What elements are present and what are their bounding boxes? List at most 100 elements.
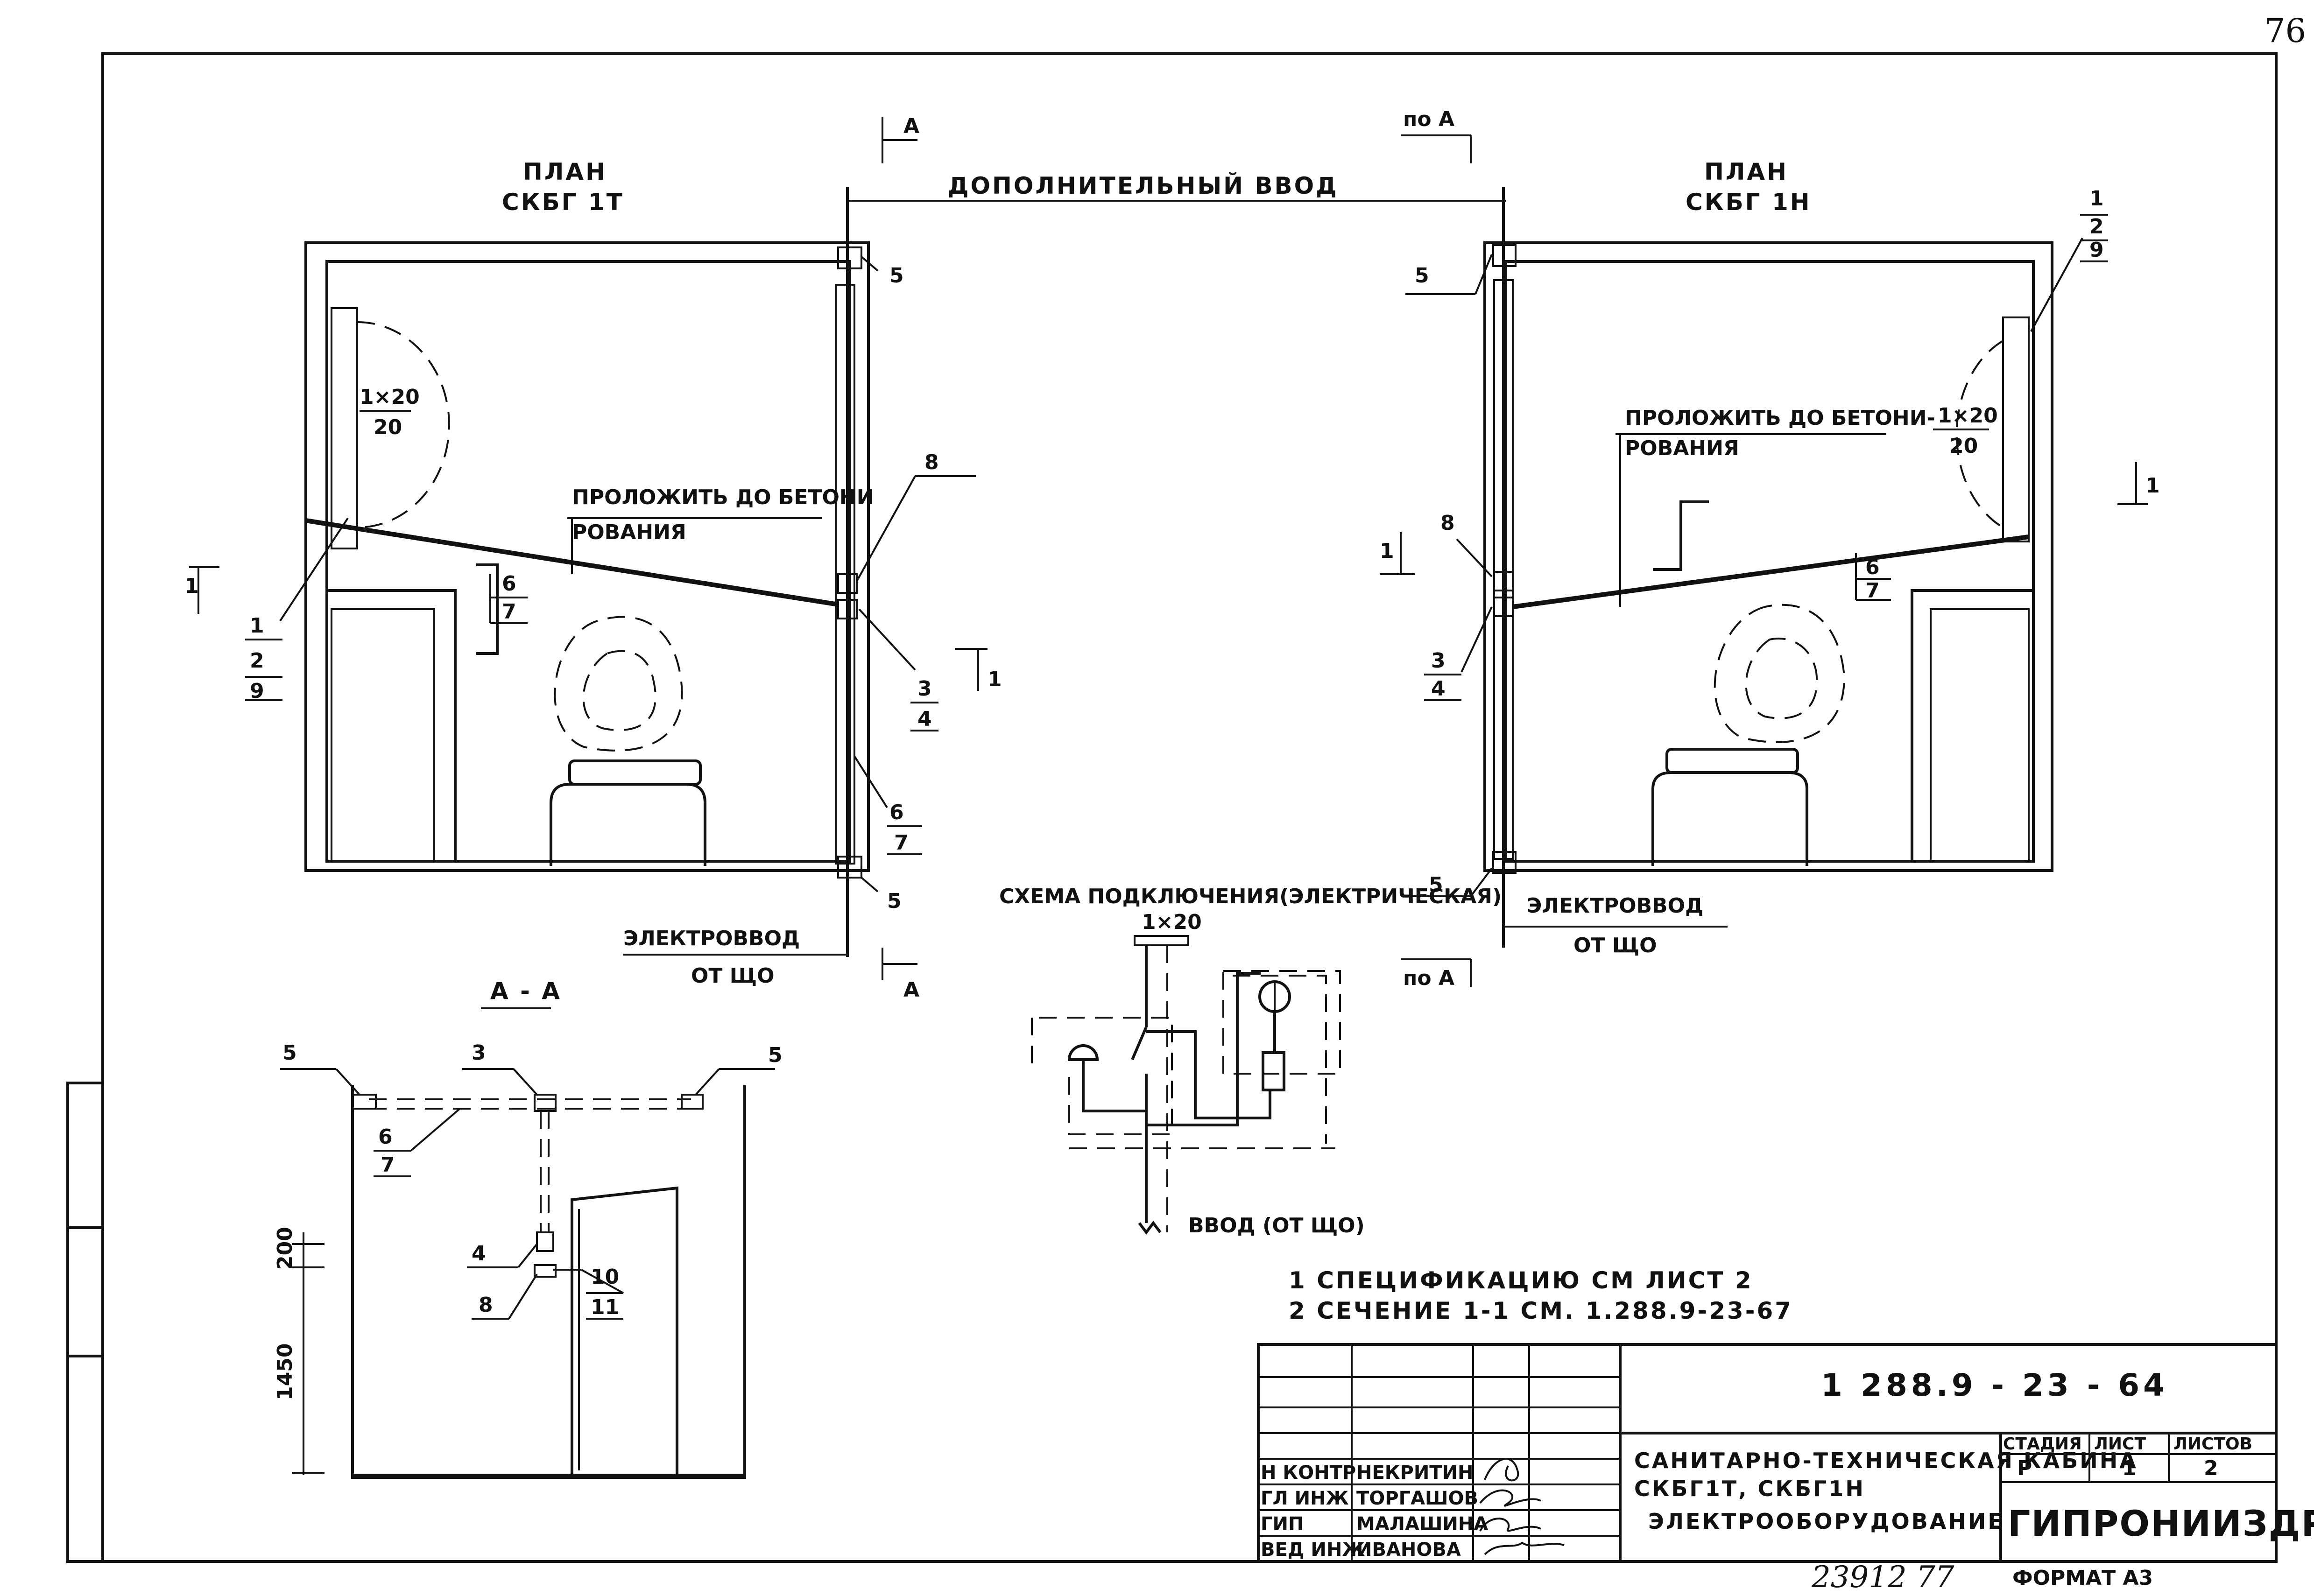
mark-po-a-bottom: по А	[1403, 966, 1454, 990]
scheme-title: СХЕМА ПОДКЛЮЧЕНИЯ(ЭЛЕКТРИЧЕСКАЯ)	[999, 885, 1502, 908]
tb-format: ФОРМАТ А3	[2012, 1566, 2153, 1590]
extra-input: А по А ДОПОЛНИТЕЛЬНЫЙ ВВОД	[847, 107, 1506, 202]
wiring-scheme: СХЕМА ПОДКЛЮЧЕНИЯ(ЭЛЕКТРИЧЕСКАЯ) 1×20 ВВ…	[999, 885, 1502, 1237]
page-number: 76	[2265, 12, 2306, 50]
lay-note-left: ПРОЛОЖИТЬ ДО БЕТОНИ РОВАНИЯ	[567, 485, 874, 574]
tb-name-2: ТОРГАШОВ	[1356, 1488, 1478, 1509]
callout-left-5-top: 5	[889, 264, 904, 288]
callout-left-5-bottom: 5	[887, 889, 902, 913]
electro-input-right-line2: ОТ ЩО	[1573, 934, 1657, 957]
lamp-left-bottom: 20	[374, 415, 402, 439]
callout-right-5-bottom: 5	[1429, 873, 1443, 897]
electro-input-left-line1: ЭЛЕКТРОВВОД	[623, 927, 800, 950]
callout-left-6b: 6	[889, 801, 904, 824]
callout-right-6: 6	[1865, 555, 1880, 579]
callout-sec-8: 8	[479, 1293, 493, 1317]
callout-left-9: 9	[250, 679, 264, 703]
section-callouts: 5 3 5 6 7 4 8 10 11	[280, 1041, 783, 1320]
lay-note-right: ПРОЛОЖИТЬ ДО БЕТОНИ- РОВАНИЯ	[1616, 406, 1935, 607]
tb-role-3: ГИП	[1261, 1513, 1304, 1535]
section-title: А - А	[490, 977, 562, 1005]
callout-right-4: 4	[1431, 677, 1446, 701]
callout-sec-11: 11	[591, 1295, 619, 1319]
callout-right-7: 7	[1865, 579, 1880, 603]
note-1: 1 СПЕЦИФИКАЦИЮ СМ ЛИСТ 2	[1289, 1267, 1753, 1294]
callout-sec-5-left: 5	[282, 1041, 297, 1065]
tb-inv-number: 23912 77	[1811, 1560, 1954, 1595]
callout-right-2: 2	[2089, 215, 2104, 239]
callout-sec-5-right: 5	[768, 1043, 783, 1067]
electro-input-right: ЭЛЕКТРОВВОД ОТ ЩО по А	[1401, 894, 1728, 990]
electro-input-left-line2: ОТ ЩО	[691, 964, 774, 988]
extra-input-label: ДОПОЛНИТЕЛЬНЫЙ ВВОД	[948, 172, 1339, 199]
callout-left-7b: 7	[894, 831, 909, 855]
plan-right-heading: ПЛАН	[1704, 158, 1788, 185]
callout-left-2: 2	[250, 649, 264, 673]
tb-role-1: Н КОНТР	[1261, 1462, 1356, 1484]
dim-200: 200	[273, 1227, 297, 1270]
note-2: 2 СЕЧЕНИЕ 1-1 СМ. 1.288.9-23-67	[1289, 1297, 1793, 1324]
lamp-right-top: 1×20	[1938, 404, 1998, 428]
electro-input-left: ЭЛЕКТРОВВОД ОТ ЩО А	[623, 927, 919, 1002]
title-block: 1 288.9 - 23 - 64 САНИТАРНО-ТЕХНИЧЕСКАЯ …	[1257, 1343, 2314, 1595]
tb-desc-1: САНИТАРНО-ТЕХНИЧЕСКАЯ КАБИНА	[1634, 1448, 2138, 1473]
tb-org: ГИПРОНИИЗДРАВ	[2008, 1503, 2314, 1544]
section-a-a: А - А 200 1450	[273, 977, 746, 1479]
mark-a-bottom-left: А	[903, 978, 919, 1002]
tb-name-4: ИВАНОВА	[1356, 1539, 1461, 1561]
plan-left: ПЛАН СКБГ 1Т 1×20 20	[304, 158, 870, 957]
sheet-frame	[101, 52, 2278, 1563]
callout-left-3: 3	[917, 677, 932, 701]
plan-right-name: СКБГ 1Н	[1686, 189, 1812, 216]
binding-strip	[66, 1082, 104, 1563]
tb-sheet: 1	[2122, 1456, 2137, 1480]
lay-note-left-line1: ПРОЛОЖИТЬ ДО БЕТОНИ	[572, 485, 874, 509]
plan-right-callouts: 1 2 9 5 8 3 4 6 7 5 1 1	[1380, 187, 2160, 897]
tb-role-2: ГЛ ИНЖ	[1261, 1488, 1349, 1509]
tb-desc-3: ЭЛЕКТРООБОРУДОВАНИЕ	[1648, 1509, 2004, 1534]
plan-left-heading: ПЛАН	[523, 158, 607, 185]
mark-po-a-top: по А	[1403, 107, 1454, 131]
plan-right: ПЛАН СКБГ 1Н 1×20 20	[1483, 158, 2053, 948]
tb-sheet-header: ЛИСТ	[2094, 1434, 2146, 1454]
plan-left-name: СКБГ 1Т	[502, 189, 624, 216]
callout-sec-4: 4	[472, 1242, 486, 1266]
lamp-right-bottom: 20	[1949, 434, 1978, 458]
callout-right-8: 8	[1440, 511, 1455, 535]
mark-a-top-left: А	[903, 114, 919, 138]
scheme-lamp: 1×20	[1142, 910, 1202, 934]
notes: 1 СПЕЦИФИКАЦИЮ СМ ЛИСТ 2 2 СЕЧЕНИЕ 1-1 С…	[1289, 1267, 1793, 1324]
lay-note-right-line1: ПРОЛОЖИТЬ ДО БЕТОНИ-	[1625, 406, 1935, 430]
tb-sheets: 2	[2204, 1456, 2218, 1480]
callout-right-9: 9	[2089, 238, 2104, 262]
mark-1-mid: 1	[988, 668, 1002, 691]
callout-left-8: 8	[924, 450, 939, 474]
mark-1-right-b: 1	[2145, 474, 2160, 498]
mark-1-left: 1	[184, 574, 199, 598]
dim-1450: 1450	[273, 1343, 297, 1400]
signatures	[1479, 1458, 1565, 1555]
callout-sec-7: 7	[381, 1153, 395, 1177]
scheme-input: ВВОД (ОТ ЩО)	[1188, 1214, 1365, 1237]
tb-sheets-header: ЛИСТОВ	[2173, 1434, 2252, 1454]
callout-left-7: 7	[502, 600, 516, 624]
callout-right-5-top: 5	[1415, 264, 1429, 288]
tb-desc-2: СКБГ1Т, СКБГ1Н	[1634, 1476, 1865, 1501]
doc-code: 1 288.9 - 23 - 64	[1821, 1367, 2168, 1403]
callout-right-1: 1	[2089, 187, 2104, 211]
lay-note-left-line2: РОВАНИЯ	[572, 520, 686, 544]
electro-input-right-line1: ЭЛЕКТРОВВОД	[1527, 894, 1703, 918]
tb-name-1: НЕКРИТИН	[1356, 1462, 1474, 1484]
plan-left-callouts: 1 2 9 6 7 5 8 3 4 6 7 5 1 1	[184, 256, 1002, 913]
tb-role-4: ВЕД ИНЖ	[1261, 1539, 1365, 1561]
callout-sec-6: 6	[378, 1125, 393, 1149]
tb-name-3: МАЛАШИНА	[1356, 1513, 1488, 1535]
callout-left-1: 1	[250, 614, 264, 638]
lay-note-right-line2: РОВАНИЯ	[1625, 436, 1739, 460]
mark-1-right-a: 1	[1380, 539, 1394, 563]
callout-right-3: 3	[1431, 649, 1446, 673]
tb-stage: Р	[2017, 1456, 2032, 1480]
callout-sec-3: 3	[472, 1041, 486, 1065]
lamp-left-top: 1×20	[360, 385, 420, 409]
